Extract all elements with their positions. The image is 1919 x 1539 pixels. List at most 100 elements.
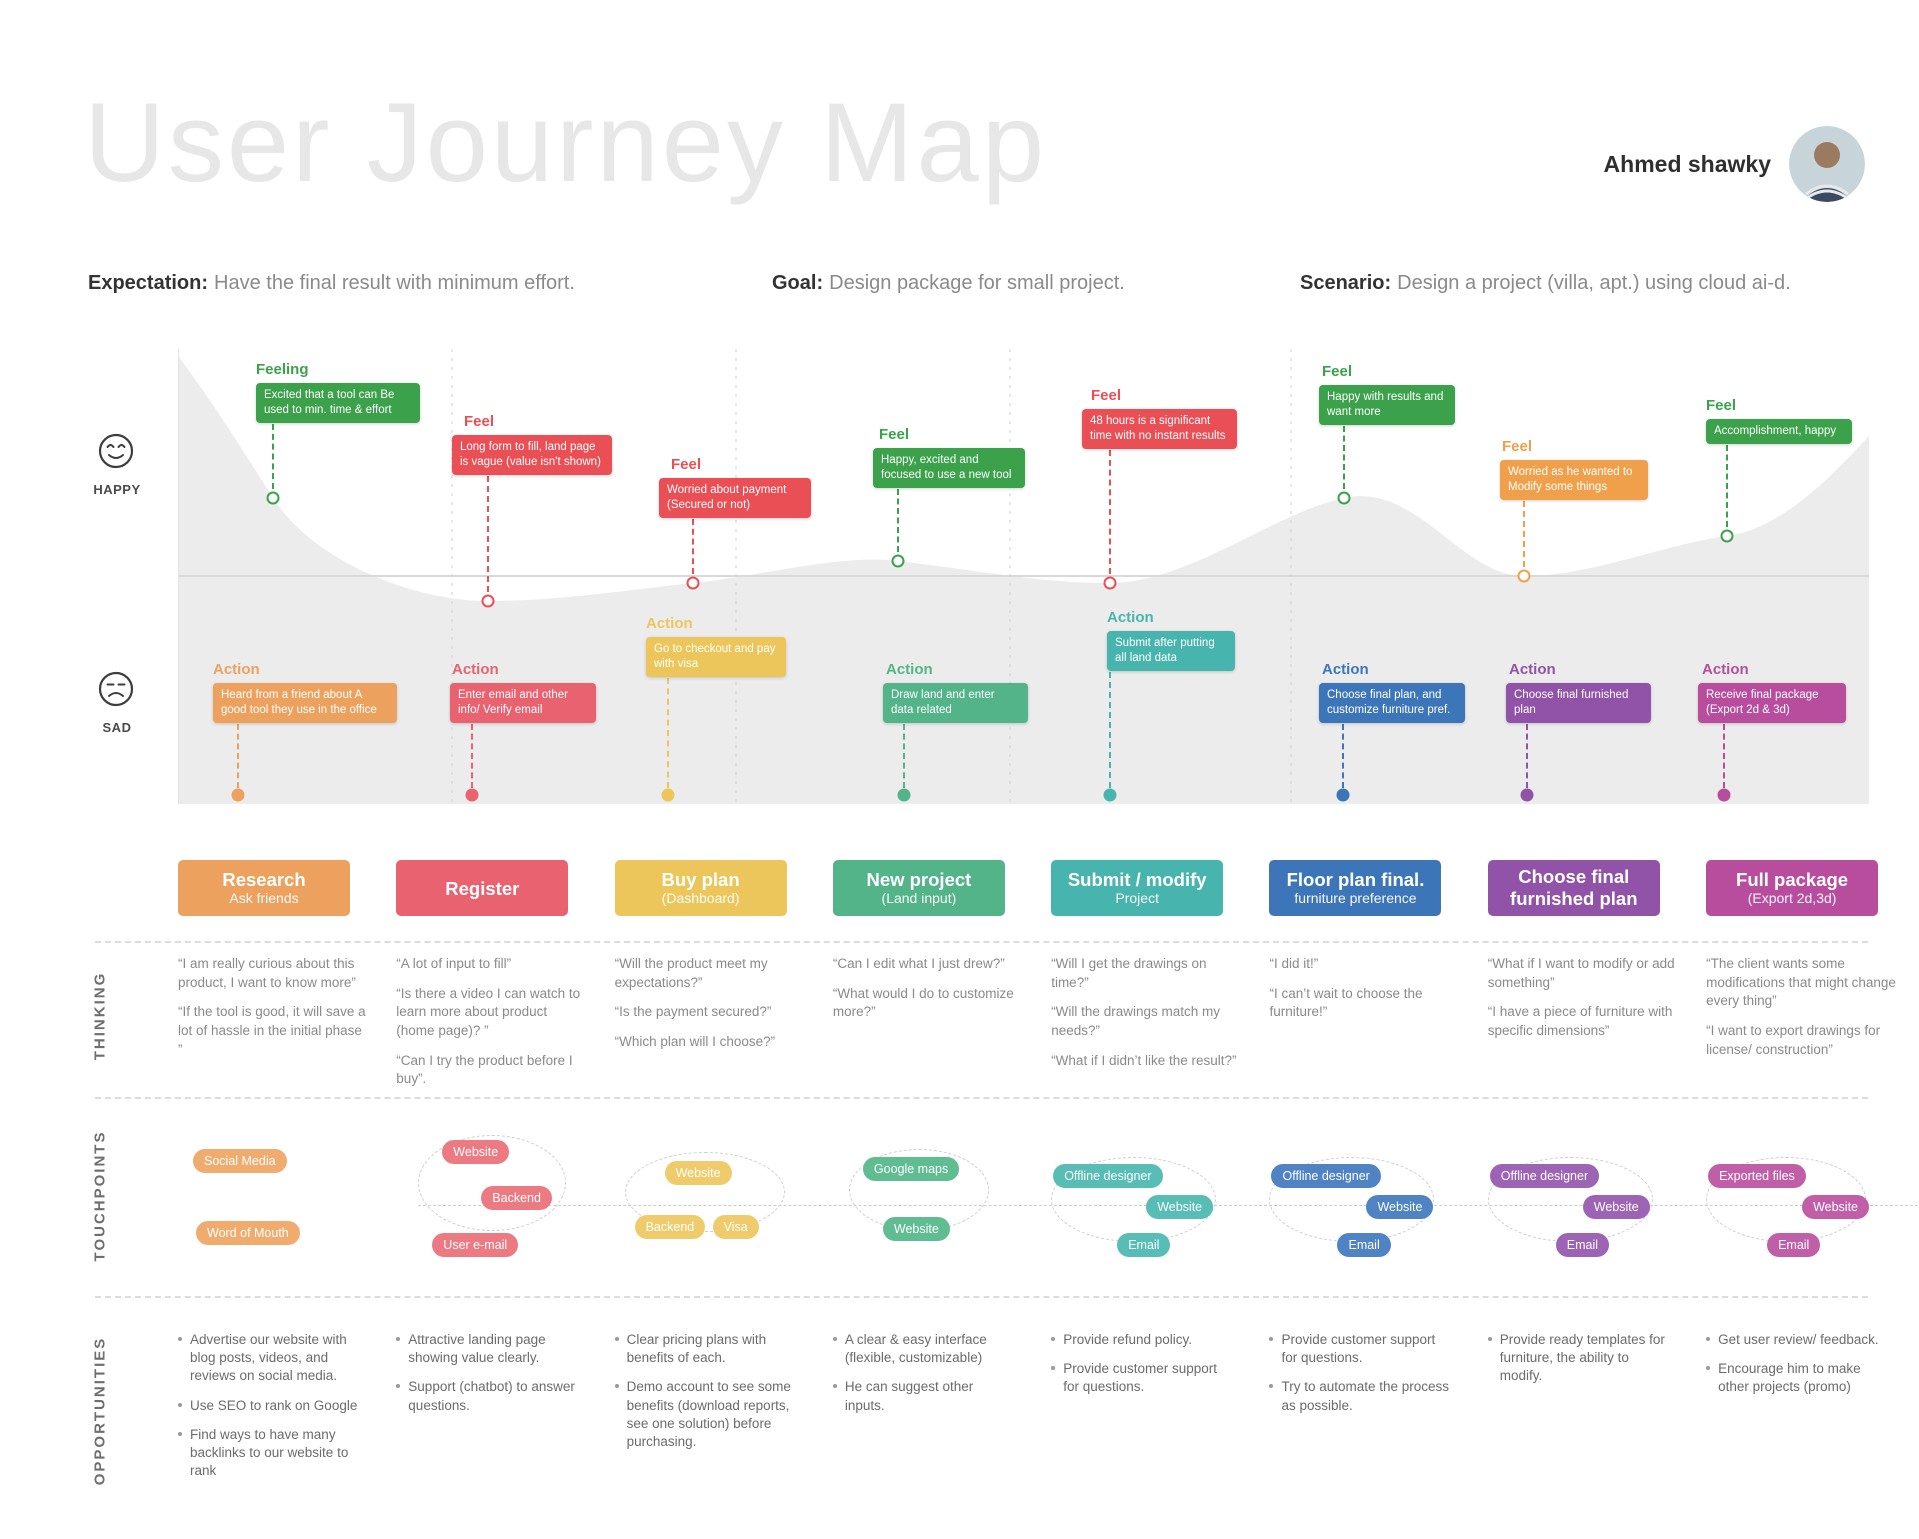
stage-choose-final: Choose final furnished plan xyxy=(1487,860,1660,917)
happy-face-icon xyxy=(95,430,137,472)
scenario-text: Design a project (villa, apt.) using clo… xyxy=(1397,272,1791,294)
touchpoint-pill: Email xyxy=(1555,1233,1610,1257)
opportunities-column: Get user review/ feedback. Encourage him… xyxy=(1706,1331,1919,1492)
feel-connector xyxy=(1343,426,1345,489)
avatar xyxy=(1789,126,1865,202)
opportunity-item: Provide ready templates for furniture, t… xyxy=(1487,1331,1668,1386)
touchpoint-pill: Website xyxy=(664,1161,732,1185)
emotion-curve xyxy=(179,349,1869,804)
opportunity-text: Provide refund policy. xyxy=(1063,1332,1193,1347)
touchpoint-pill: Email xyxy=(1117,1233,1171,1257)
opportunity-item: Provide customer support for questions. xyxy=(1051,1360,1231,1396)
opportunity-item: Demo account to see some benefits (downl… xyxy=(614,1378,795,1451)
thinking-quote: “Can I edit what I just drew?” xyxy=(832,956,1005,971)
stage-title: Register xyxy=(445,877,520,899)
action-label: Action xyxy=(646,615,693,632)
touchpoints-column: Website Backend Visa xyxy=(615,1097,833,1296)
touchpoint-pill: Exported files xyxy=(1708,1164,1806,1188)
bullet-dot xyxy=(614,1337,619,1341)
opportunity-item: Encourage him to make other projects (pr… xyxy=(1706,1360,1886,1396)
action-dot xyxy=(1336,788,1350,802)
feel-connector xyxy=(1109,450,1111,574)
opportunity-text: Demo account to see some benefits (downl… xyxy=(626,1379,791,1450)
stage-subtitle: furniture preference xyxy=(1294,890,1417,907)
action-card: Enter email and other info/ Verify email xyxy=(450,683,596,723)
action-dot xyxy=(897,788,911,802)
opportunities-column: Advertise our website with blog posts, v… xyxy=(178,1331,396,1492)
feel-card: Long form to fill, land page is vague (v… xyxy=(452,435,612,475)
action-label: Action xyxy=(1702,661,1749,678)
feel-label: Feel xyxy=(1322,363,1353,380)
thinking-quote: “Is the payment secured?” xyxy=(614,1004,772,1020)
opportunity-text: Clear pricing plans with benefits of eac… xyxy=(626,1332,767,1366)
bullet-dot xyxy=(1269,1384,1274,1389)
curve-area xyxy=(179,357,1869,804)
bullet-dot xyxy=(1051,1337,1056,1341)
touchpoint-pill: Website xyxy=(1146,1195,1214,1219)
action-connector xyxy=(667,678,669,788)
touchpoints-column: Website Backend User e-mail xyxy=(396,1097,614,1296)
happy-label: HAPPY xyxy=(93,482,141,497)
thinking-column: “A lot of input to fill” “Is there a vid… xyxy=(396,955,614,1100)
touchpoint-pill: Website xyxy=(442,1140,510,1164)
feel-card: Happy with results and want more xyxy=(1319,385,1455,425)
scenario-label: Scenario: xyxy=(1300,272,1392,294)
row-label-touchpoints: TOUCHPOINTS xyxy=(91,1130,109,1262)
touchpoints-column: Google maps Website xyxy=(833,1097,1051,1296)
bullet-dot xyxy=(1706,1366,1711,1371)
expectation-note: Expectation:Have the final result with m… xyxy=(88,272,575,295)
opportunity-text: Support (chatbot) to answer questions. xyxy=(408,1379,575,1413)
thinking-quote: “I did it!” xyxy=(1269,956,1319,971)
bullet-dot xyxy=(1487,1337,1492,1341)
thinking-quote: “Will the product meet my expectations?” xyxy=(614,956,768,990)
stage-subtitle: Project xyxy=(1115,890,1159,907)
opportunity-text: Try to automate the process as possible. xyxy=(1281,1379,1450,1413)
opportunity-text: Encourage him to make other projects (pr… xyxy=(1718,1361,1861,1395)
stage-buy-plan: Buy plan (Dashboard) xyxy=(614,860,787,917)
feel-connector xyxy=(487,476,489,592)
bullet-dot xyxy=(614,1384,619,1389)
action-dot xyxy=(1103,788,1117,802)
touchpoint-pill: Visa xyxy=(712,1215,759,1239)
opportunity-item: Get user review/ feedback. xyxy=(1706,1331,1886,1349)
thinking-column: “The client wants some modifications tha… xyxy=(1706,955,1919,1100)
stage-full-package: Full package (Export 2d,3d) xyxy=(1706,860,1879,917)
touchpoint-pill: Offline designer xyxy=(1489,1164,1600,1188)
opportunity-text: Get user review/ feedback. xyxy=(1718,1332,1879,1347)
stage-title: New project xyxy=(866,868,972,890)
row-label-thinking: THINKING xyxy=(91,971,109,1061)
stage-subtitle: Ask friends xyxy=(229,890,299,907)
stage-register: Register xyxy=(396,860,569,917)
stage-title: Floor plan final. xyxy=(1286,868,1425,890)
feel-node xyxy=(1337,491,1351,505)
thinking-quote: “Will I get the drawings on time?” xyxy=(1051,956,1207,990)
thinking-quote: “Will the drawings match my needs?” xyxy=(1051,1004,1220,1038)
stage-title: Choose final xyxy=(1518,866,1630,887)
action-dot xyxy=(1520,788,1534,802)
opportunity-item: Provide refund policy. xyxy=(1051,1331,1231,1349)
action-connector xyxy=(1526,724,1528,788)
action-label: Action xyxy=(1107,609,1154,626)
thinking-quote: “Can I try the product before I buy”. xyxy=(396,1052,573,1087)
stage-new-project: New project (Land input) xyxy=(832,860,1005,917)
divider xyxy=(95,1296,1868,1298)
thinking-column: “I am really curious about this product,… xyxy=(178,955,396,1100)
touchpoint-pill: Email xyxy=(1767,1233,1821,1257)
opportunities-column: Provide customer support for questions. … xyxy=(1269,1331,1487,1492)
action-dot xyxy=(465,788,479,802)
opportunity-text: Use SEO to rank on Google xyxy=(190,1397,358,1413)
opportunities-column: Provide ready templates for furniture, t… xyxy=(1487,1331,1706,1492)
loop-decoration xyxy=(624,1152,785,1232)
thinking-column: “Will I get the drawings on time?” “Will… xyxy=(1051,955,1269,1100)
opportunity-item: Provide customer support for questions. xyxy=(1269,1331,1449,1367)
opportunity-text: Provide ready templates for furniture, t… xyxy=(1499,1332,1665,1384)
feel-node xyxy=(1103,576,1117,590)
action-card: Go to checkout and pay with visa xyxy=(646,637,786,677)
thinking-quote: “A lot of input to fill” xyxy=(396,956,512,971)
row-label-opportunities: OPPORTUNITIES xyxy=(91,1336,109,1486)
feel-connector xyxy=(897,489,899,552)
stage-subtitle: furnished plan xyxy=(1510,888,1638,910)
goal-note: Goal:Design package for small project. xyxy=(772,272,1125,295)
expectation-text: Have the final result with minimum effor… xyxy=(214,272,575,294)
feel-node xyxy=(686,576,700,590)
